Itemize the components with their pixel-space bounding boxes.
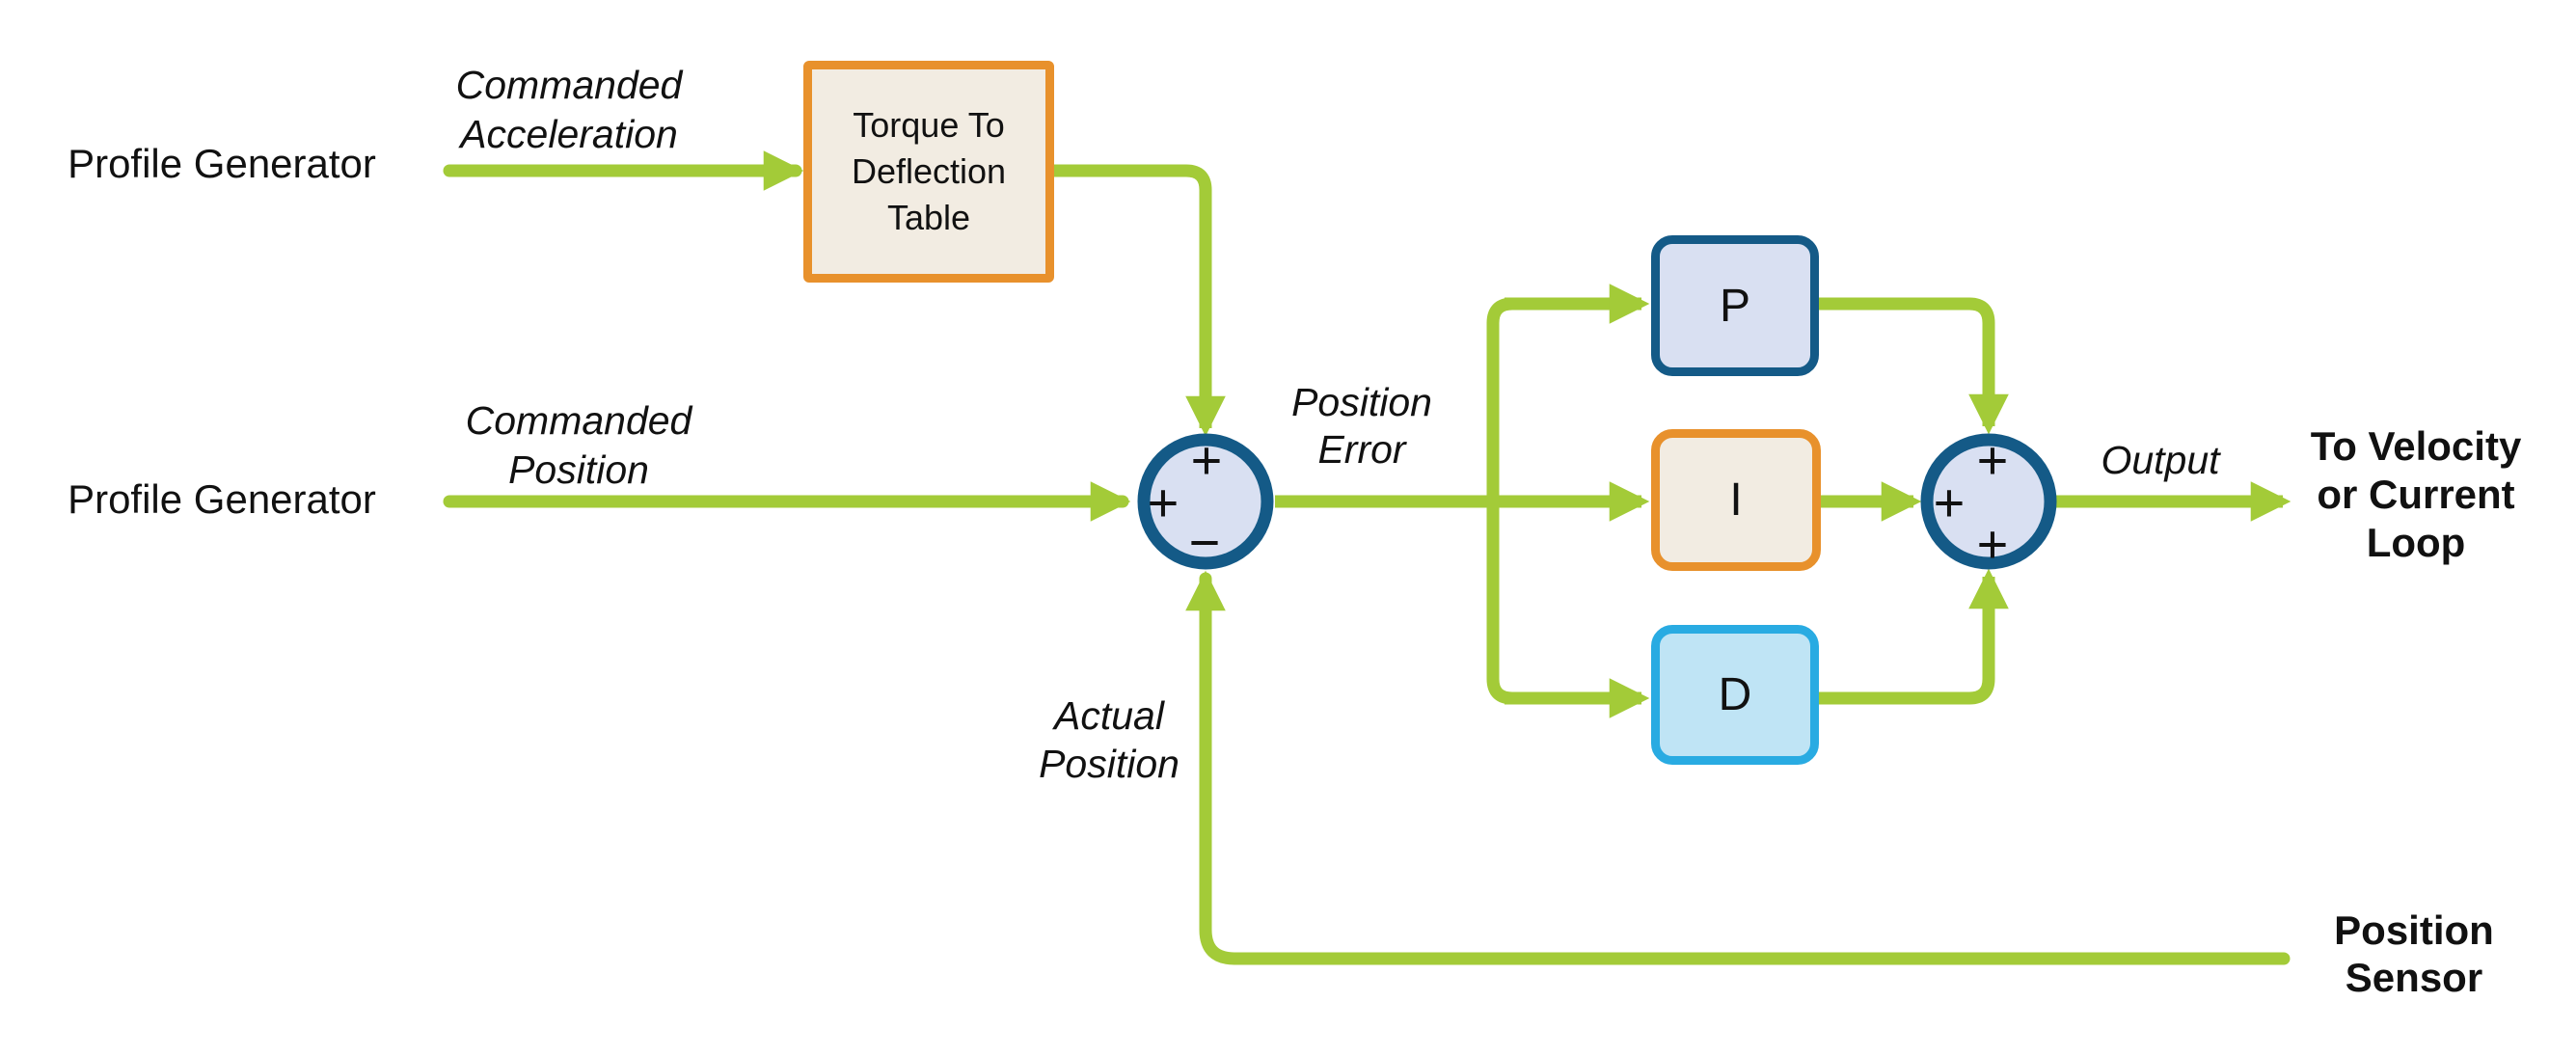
torque-table-line1: Torque To	[853, 105, 1005, 145]
position-error-label: Position Error	[1227, 379, 1497, 474]
position-error-branch-spine	[1486, 297, 1513, 705]
output-junction-top-sign: +	[1977, 430, 2009, 491]
output-junction-left-sign: +	[1934, 473, 1966, 533]
position-sensor-line1: Position	[2334, 907, 2494, 953]
to-velocity-or-current-loop-label: To Velocity or Current Loop	[2276, 422, 2556, 567]
torque-table-to-position-junction-arrow	[1053, 164, 1226, 437]
position-sensor-label: Position Sensor	[2274, 907, 2554, 1001]
to-velocity-line3: Loop	[2366, 520, 2466, 565]
position-junction-left-sign: +	[1148, 473, 1180, 533]
p-output-arrow	[1818, 297, 2009, 435]
position-sensor-line2: Sensor	[2345, 955, 2483, 1000]
output-label: Output	[2101, 438, 2220, 482]
to-velocity-line1: To Velocity	[2310, 423, 2522, 469]
commanded-acceleration-label: Commanded Acceleration	[376, 61, 762, 159]
torque-table-line3: Table	[886, 198, 971, 237]
commanded-position-line2: Position	[508, 447, 649, 492]
feedback-actual-position-arrow	[1185, 570, 2291, 965]
profile-generator-label-bottom: Profile Generator	[68, 476, 376, 522]
profile-generator-label-top: Profile Generator	[68, 141, 376, 186]
commanded-acceleration-line1: Commanded	[455, 63, 683, 107]
position-summing-junction	[1137, 433, 1274, 570]
position-error-line1: Position	[1291, 380, 1432, 424]
position-error-line2: Error	[1317, 427, 1406, 472]
commanded-position-label: Commanded Position	[386, 396, 772, 495]
output-junction-bottom-sign: +	[1977, 514, 2009, 575]
integral-block: I	[1651, 429, 1821, 571]
proportional-block: P	[1651, 235, 1819, 376]
commanded-acceleration-line2: Acceleration	[460, 112, 678, 156]
d-output-arrow	[1818, 568, 2009, 705]
derivative-block: D	[1651, 625, 1819, 765]
to-velocity-line2: or Current	[2317, 472, 2515, 517]
position-junction-bottom-sign: −	[1189, 512, 1221, 573]
output-summing-junction	[1920, 433, 2057, 570]
actual-position-label: Actual Position	[984, 691, 1234, 788]
torque-to-deflection-table-block: Torque To Deflection Table	[803, 61, 1054, 283]
commanded-position-line1: Commanded	[465, 398, 692, 443]
actual-position-line1: Actual	[1054, 693, 1164, 738]
torque-table-line2: Deflection	[851, 151, 1007, 191]
actual-position-line2: Position	[1039, 742, 1180, 786]
position-junction-top-sign: +	[1191, 430, 1223, 491]
